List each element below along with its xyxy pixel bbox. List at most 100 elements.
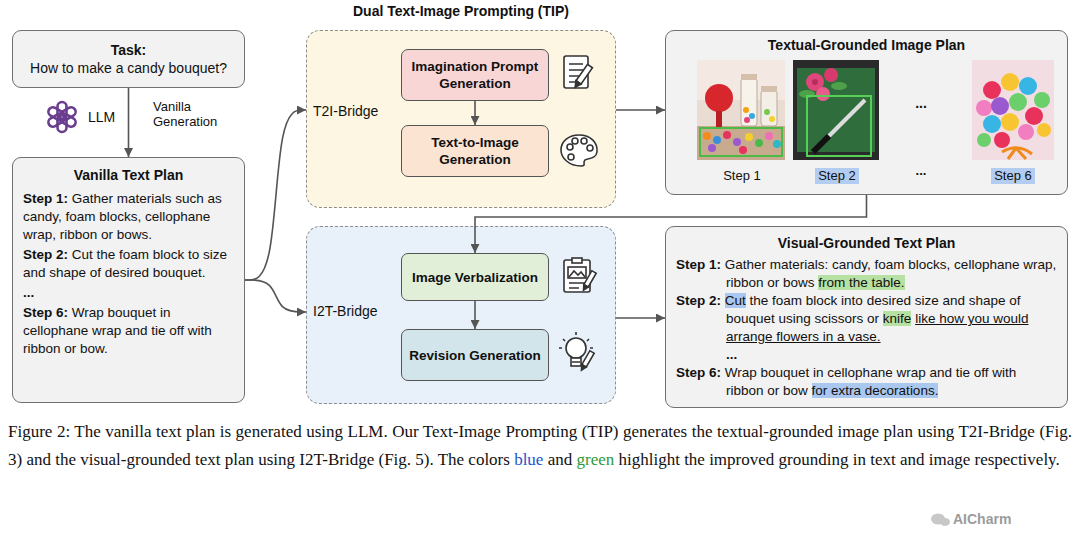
- step-image: [741, 74, 757, 80]
- label-text: Step 2: Cut the foam block to size and s…: [23, 246, 234, 282]
- bridge-region: T2I-BridgeImagination Prompt GenerationT…: [306, 30, 616, 208]
- text-run: for extra decorations.: [812, 383, 939, 398]
- text-holder: Step 6: [991, 168, 1035, 184]
- watermark-icon: [931, 514, 945, 525]
- connector-arrow: [475, 195, 867, 253]
- text-holder: LLM: [88, 109, 115, 125]
- step-image: [806, 73, 824, 91]
- step-image: [1025, 107, 1043, 125]
- step-image: [994, 132, 1010, 148]
- connector-arrow: [616, 109, 665, 111]
- text-run: blue: [514, 450, 543, 469]
- text-run: Textual-Grounded Image Plan: [768, 37, 965, 53]
- process-box: Image Verbalization: [401, 253, 549, 301]
- text-run: Step 1: [723, 168, 761, 183]
- text-run: from the table.: [818, 275, 904, 290]
- step-image: [708, 144, 716, 152]
- step-image: [797, 68, 875, 152]
- step-image: [761, 86, 777, 92]
- label-text: Step 1: Gather materials: candy, foam bl…: [676, 256, 1057, 292]
- step-image: [1037, 123, 1051, 137]
- text-run: Step 6: [994, 168, 1032, 183]
- text-run: Revision Generation: [409, 348, 540, 363]
- label-text: Step 6: [991, 168, 1035, 184]
- connector-arrow: [616, 317, 665, 319]
- verbalization-icon: [572, 258, 582, 263]
- llm-logo: [58, 106, 77, 122]
- step-image: [773, 140, 781, 148]
- text-run: Vanilla Text Plan: [74, 167, 183, 183]
- label-text: Textual-Grounded Image Plan: [674, 36, 1059, 54]
- text-holder: Dual Text-Image Prompting (TIP): [306, 3, 616, 20]
- text-run: ...: [915, 95, 927, 111]
- lightbulb-icon: [566, 338, 586, 358]
- text-run: Step 1:: [23, 191, 68, 206]
- palette-icon: [561, 135, 597, 166]
- verbalization-icon: [569, 283, 585, 288]
- watermark-icon: [940, 518, 950, 526]
- label-text: Step 6: Wrap bouquet in cellophane wrap …: [23, 304, 234, 358]
- verbalization-icon: [564, 260, 590, 292]
- label-text: Step 2: [815, 168, 859, 184]
- llm-logo: [47, 102, 77, 132]
- step-image: [745, 133, 753, 141]
- palette-icon: [581, 138, 587, 144]
- step-image: [716, 111, 722, 127]
- step-image: [991, 97, 1009, 115]
- text-run: Vanilla Generation: [153, 99, 217, 129]
- step-image: [829, 100, 865, 136]
- text-holder: Vanilla Generation: [150, 99, 220, 129]
- step-image: [761, 90, 777, 126]
- label-text: Image Verbalization: [412, 269, 538, 286]
- watermark-icon: [931, 514, 950, 527]
- text-holder: Step 2: [815, 168, 859, 184]
- text-run: I2T-Bridge: [313, 303, 378, 319]
- step-image: [744, 117, 750, 123]
- text-run: Step 6:: [676, 365, 721, 380]
- verbalization-icon: [581, 285, 588, 292]
- llm-logo: [47, 106, 66, 122]
- step-image: [697, 60, 785, 160]
- verbalization-icon: [568, 267, 586, 278]
- step-image: [813, 136, 829, 152]
- step-image: [705, 84, 733, 112]
- palette-icon: [568, 154, 574, 160]
- step-image: [1002, 148, 1032, 159]
- text-run: Image Verbalization: [412, 270, 538, 285]
- text-run: Step 2:: [676, 293, 721, 308]
- text-run: green: [576, 450, 614, 469]
- step-image: [831, 82, 847, 90]
- step-image: [972, 60, 1054, 160]
- label-text: ...: [915, 95, 927, 111]
- connector-arrow: [474, 101, 476, 125]
- step-image: [1009, 93, 1027, 111]
- connector-arrow: [245, 110, 306, 280]
- text-holder: ...: [915, 95, 927, 111]
- figure-title: Dual Text-Image Prompting (TIP): [306, 3, 616, 20]
- step-image: [976, 100, 992, 116]
- label-text: Step 1: [723, 168, 761, 184]
- text-plan-box: Vanilla Text PlanStep 1: Gather material…: [12, 157, 245, 403]
- text-run: Step 6:: [23, 305, 68, 320]
- label-text: ...: [23, 284, 234, 302]
- text-run: ...: [23, 285, 34, 300]
- llm-logo: [47, 112, 66, 128]
- text-holder: ...: [916, 163, 927, 179]
- label-text: Step 2: Cut the foam block into desired …: [676, 292, 1057, 346]
- step-image: [824, 68, 838, 82]
- label-text: Imagination Prompt Generation: [408, 58, 542, 92]
- step-image: [733, 138, 741, 146]
- step-image: [1001, 73, 1019, 91]
- verbalization-icon: [569, 271, 585, 277]
- llm-logo: [58, 115, 67, 132]
- lightbulb-icon: [559, 332, 594, 371]
- text-run: LLM: [88, 109, 115, 125]
- step-image: [765, 132, 773, 140]
- label-text: How to make a candy bouquet?: [30, 59, 227, 77]
- connector-arrow: [245, 280, 306, 312]
- step-image: [983, 81, 1001, 99]
- text-run: Step 1:: [676, 257, 721, 272]
- palette-icon: [567, 144, 573, 150]
- step-image: [769, 116, 775, 122]
- bridge-region: I2T-Bridge Image VerbalizationRevision Ge…: [306, 226, 616, 404]
